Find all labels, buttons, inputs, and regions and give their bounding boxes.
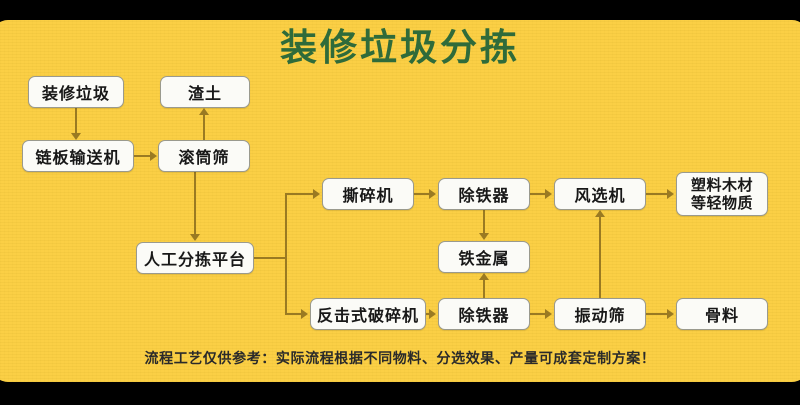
arrowhead-vibrating-to-airseparator: [595, 210, 605, 217]
connector-conveyor-to-drum: [134, 155, 150, 157]
node-drum-screen[interactable]: 滚筒筛: [158, 140, 250, 172]
arrowhead-split-to-crusher: [301, 309, 308, 319]
arrowhead-ironremovertop-to-ferrous: [479, 233, 489, 240]
connector-crusher-to-ironremoverbottom: [426, 313, 430, 315]
connector-split-to-crusher: [285, 313, 301, 315]
connector-drum-to-manual: [194, 172, 196, 235]
node-ferrous-metal[interactable]: 铁金属: [438, 241, 530, 273]
arrowhead-ironremoverbottom-to-ferrous: [479, 273, 489, 280]
node-shredder[interactable]: 撕碎机: [322, 178, 414, 210]
connector-ironremoverbottom-to-ferrous: [483, 280, 485, 298]
node-iron-remover-top[interactable]: 除铁器: [438, 178, 530, 210]
node-impact-crusher[interactable]: 反击式破碎机: [310, 298, 426, 330]
arrowhead-shredder-to-ironremover: [429, 189, 436, 199]
node-aggregate[interactable]: 骨料: [676, 298, 768, 330]
node-vibrating-screen[interactable]: 振动筛: [554, 298, 646, 330]
arrowhead-drum-to-slag: [199, 108, 209, 115]
arrowhead-waste-to-conveyor: [71, 133, 81, 140]
node-light-materials-line1: 塑料木材: [690, 176, 753, 194]
page-title: 装修垃圾分拣: [280, 26, 520, 69]
node-air-separator[interactable]: 风选机: [554, 178, 646, 210]
connector-airseparator-to-light: [646, 193, 667, 195]
arrowhead-drum-to-manual: [190, 234, 200, 241]
node-iron-remover-bottom[interactable]: 除铁器: [438, 298, 530, 330]
connector-shredder-to-ironremover: [414, 193, 429, 195]
connector-manual-stem: [254, 257, 286, 259]
node-light-materials-line2: 等轻物质: [690, 194, 753, 212]
arrowhead-airseparator-to-light: [667, 189, 674, 199]
connector-ironremover-to-airseparator: [530, 193, 545, 195]
connector-manual-split-riser: [285, 193, 287, 314]
connector-split-to-shredder: [285, 193, 313, 195]
connector-waste-to-conveyor: [75, 108, 77, 134]
arrowhead-ironremover-to-airseparator: [545, 189, 552, 199]
footer-note: 流程工艺仅供参考：实际流程根据不同物料、分选效果、产量可成套定制方案！: [144, 351, 656, 367]
connector-ironremoverbottom-to-vibrating: [530, 313, 545, 315]
node-manual-sorting-platform[interactable]: 人工分拣平台: [136, 242, 254, 274]
arrowhead-ironremoverbottom-to-vibrating: [545, 309, 552, 319]
connector-vibrating-to-aggregate: [646, 313, 667, 315]
node-decoration-waste[interactable]: 装修垃圾: [28, 76, 124, 108]
node-slag-soil[interactable]: 渣土: [160, 76, 250, 108]
connector-drum-to-slag: [203, 115, 205, 140]
arrowhead-split-to-shredder: [313, 189, 320, 199]
node-light-materials[interactable]: 塑料木材 等轻物质: [676, 172, 768, 216]
arrowhead-crusher-to-ironremoverbottom: [429, 309, 436, 319]
node-chain-conveyor[interactable]: 链板输送机: [22, 140, 134, 172]
connector-vibrating-to-airseparator: [599, 217, 601, 298]
arrowhead-conveyor-to-drum: [150, 151, 157, 161]
arrowhead-vibrating-to-aggregate: [667, 309, 674, 319]
connector-ironremovertop-to-ferrous: [483, 210, 485, 234]
